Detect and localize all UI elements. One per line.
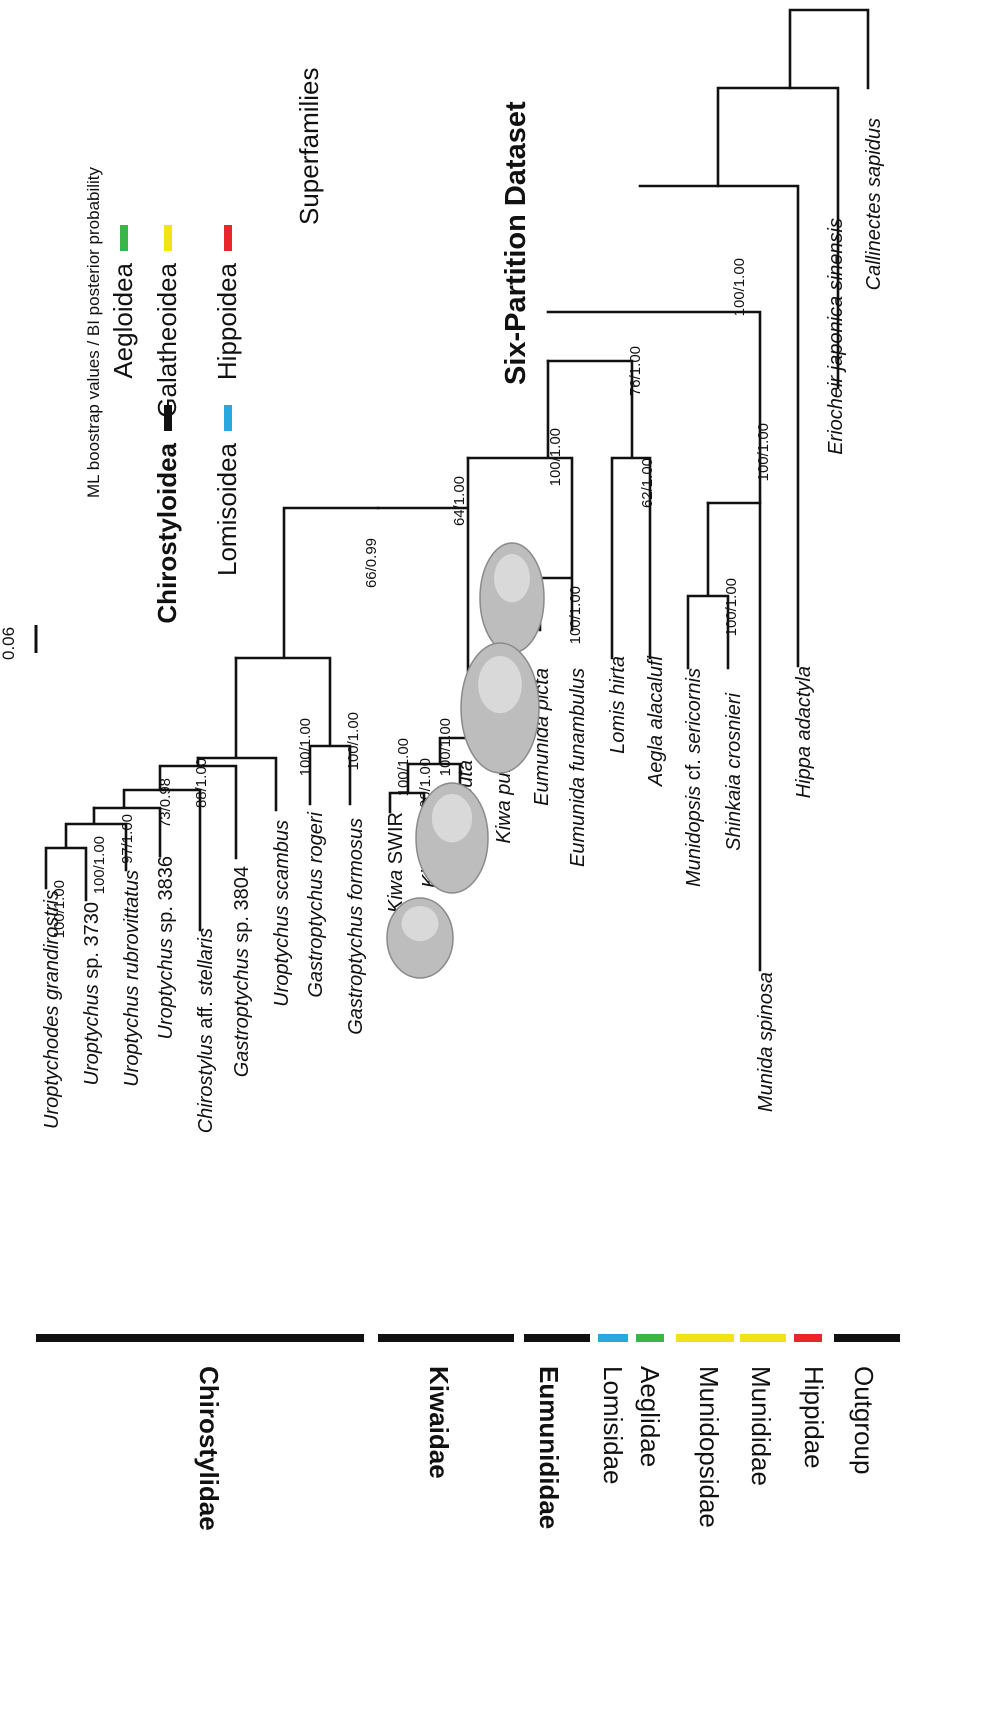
support-value: 97/1.00 [119, 814, 136, 864]
legend-label: Galatheoidea [152, 262, 182, 417]
taxon-name: Eumunida funambulus [567, 668, 589, 867]
legend: Six-Partition Dataset Superfamilies Hipp… [84, 67, 532, 623]
taxon-label: Gastroptychus rogeri [305, 811, 327, 997]
taxon-label: Callinectes sapidus [863, 118, 885, 290]
taxon-name: Callinectes sapidus [863, 118, 885, 290]
taxon-name: Uroptychodes grandirostris [41, 890, 63, 1129]
taxon-label: Lomis hirta [607, 656, 629, 754]
legend-label: Chirostyloidea [152, 442, 182, 623]
family-label: Hippidae [799, 1366, 829, 1469]
support-value: 88/1.00 [193, 758, 210, 808]
taxon-label: Aegla alacalufi [645, 655, 667, 787]
taxon-name: Lomis hirta [607, 656, 629, 754]
taxon-name: Shinkaia crosnieri [723, 692, 745, 850]
taxon-label: Uroptychus sp. 3730 [81, 902, 103, 1085]
family-label: Munididae [746, 1366, 776, 1486]
taxon-name: Aegla alacalufi [645, 655, 667, 787]
taxon-label: Eriocheir japonica sinensis [825, 218, 847, 455]
scale-bar-label: 0.06 [0, 627, 18, 660]
support-value: 100/1.00 [91, 836, 108, 894]
tree-branch [688, 503, 728, 668]
tree-branch [94, 790, 200, 930]
kiwa-swir-image [387, 898, 453, 978]
taxon-suffix: sp. 3730 [81, 902, 103, 984]
taxon-label: Eumunida funambulus [567, 668, 589, 867]
support-value: 76/1.00 [627, 346, 644, 396]
taxon-name: Uroptychus [81, 984, 103, 1085]
tree-branch [718, 88, 838, 388]
scale-bar: 0.06 [0, 625, 36, 660]
legend-note: ML boostrap values / BI posterior probab… [84, 166, 103, 498]
support-value: 100/1.00 [567, 586, 584, 644]
kiwa-esr-image [416, 783, 488, 893]
family-label: Outgroup [849, 1366, 879, 1474]
tree-branch [640, 186, 798, 666]
support-value: 100/1.00 [723, 578, 740, 636]
support-value: 66/0.99 [363, 538, 380, 588]
support-value: 62/1.00 [639, 458, 656, 508]
legend-label: Lomisoidea [212, 442, 242, 576]
legend-title: Superfamilies [294, 67, 324, 225]
taxon-suffix: SWIR [385, 812, 407, 870]
taxon-suffix: aff. [195, 996, 217, 1035]
family-label: Munidopsidae [694, 1366, 724, 1528]
taxon-name: Gastroptychus rogeri [305, 811, 327, 997]
legend-label: Aegloidea [108, 262, 138, 378]
taxon-label: Uroptychus sp. 3836 [155, 856, 177, 1039]
taxon-label: Shinkaia crosnieri [723, 692, 745, 850]
taxon-label: Kiwa SWIR [385, 812, 407, 913]
taxon-suffix: sp. 3804 [231, 866, 253, 948]
support-value: 100/1.00 [297, 718, 314, 776]
support-value: 100/1.00 [345, 712, 362, 770]
taxon-name: Munidopsis [683, 786, 705, 887]
family-label: Aeglidae [635, 1366, 665, 1467]
family-label: Kiwaidae [424, 1366, 454, 1479]
taxon-name: Uroptychus rubrovittatus [121, 870, 143, 1087]
taxon-name: Uroptychus [155, 938, 177, 1039]
support-value: 100/1.00 [395, 738, 412, 796]
taxon-label: Munida spinosa [755, 972, 777, 1112]
taxon-suffix: cf. [683, 754, 705, 786]
taxon-name: Gastroptychus formosus [345, 818, 367, 1035]
taxon-label: Munidopsis cf. sericornis [683, 668, 705, 887]
taxon-label: Hippa adactyla [793, 666, 815, 798]
taxon-name: Hippa adactyla [793, 666, 815, 798]
dataset-title: Six-Partition Dataset [500, 101, 532, 385]
support-value: 100/1.00 [547, 428, 564, 486]
tree-branch [790, 10, 868, 88]
family-bars: Outgroup Hippidae Munididae Munidopsidae Aeg… [36, 1338, 900, 1531]
tree-branch [548, 361, 650, 658]
support-value: 100/1.00 [731, 258, 748, 316]
taxon-name: Chirostylus [195, 1034, 217, 1133]
taxon-name: Gastroptychus [231, 948, 253, 1077]
taxon-name: Uroptychus scambus [271, 820, 293, 1007]
taxon-label: Uroptychus rubrovittatus [121, 870, 143, 1087]
taxon-label: Uroptychus scambus [271, 820, 293, 1007]
support-value: 100/1.00 [437, 718, 454, 776]
kiwa-puravida-image [480, 543, 544, 653]
legend-label: Hippoidea [212, 262, 242, 380]
family-label: Chirostylidae [194, 1366, 224, 1531]
taxon-suffix: sp. 3836 [155, 856, 177, 938]
taxon-label: Gastroptychus sp. 3804 [231, 866, 253, 1077]
taxon-name: Eriocheir japonica sinensis [825, 218, 847, 455]
taxon-epithet: stellaris [195, 928, 217, 996]
family-label: Lomisidae [598, 1366, 628, 1485]
taxon-name: Munida spinosa [755, 972, 777, 1112]
support-value: 73/0.98 [157, 778, 174, 828]
taxon-label: Gastroptychus formosus [345, 818, 367, 1035]
support-value: 100/1.00 [755, 423, 772, 481]
kiwa-hirsuta-image [461, 643, 539, 773]
family-label: Eumunididae [534, 1366, 564, 1529]
taxon-label: Uroptychodes grandirostris [41, 890, 63, 1129]
taxon-label: Chirostylus aff. stellaris [195, 928, 217, 1133]
taxon-epithet: sericornis [683, 668, 705, 754]
support-value: 64/1.00 [451, 476, 468, 526]
